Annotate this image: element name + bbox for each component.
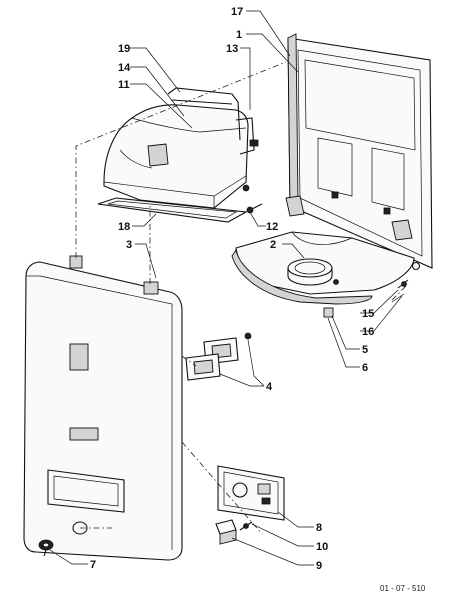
base-plate xyxy=(231,231,415,305)
callout-labels: 17 1 19 13 14 11 2 3 18 12 15 16 5 6 4 8… xyxy=(90,6,374,572)
callout-13: 13 xyxy=(226,43,238,55)
callout-6: 6 xyxy=(362,362,368,374)
callout-3: 3 xyxy=(126,239,132,251)
callout-17: 17 xyxy=(231,6,243,18)
callout-2: 2 xyxy=(270,239,276,251)
knob-7 xyxy=(38,539,54,557)
callout-9: 9 xyxy=(316,560,322,572)
callout-8: 8 xyxy=(316,522,322,534)
draught-hood xyxy=(103,87,259,209)
screw-12 xyxy=(246,203,263,214)
callout-18: 18 xyxy=(118,221,130,233)
part-10 xyxy=(239,521,253,531)
reference-code: 01 - 07 - 510 xyxy=(380,584,426,593)
hood-gasket xyxy=(97,197,248,223)
callout-10: 10 xyxy=(316,541,328,553)
small-parts-5-6 xyxy=(323,307,334,318)
callout-15: 15 xyxy=(362,308,374,320)
callout-7: 7 xyxy=(90,559,96,571)
callout-1: 1 xyxy=(236,29,242,41)
control-panel xyxy=(217,465,285,521)
front-casing xyxy=(23,255,183,561)
part-9-block xyxy=(215,519,237,545)
sight-glass-kit xyxy=(185,332,252,381)
callout-19: 19 xyxy=(118,43,130,55)
callout-14: 14 xyxy=(118,62,131,74)
callout-11: 11 xyxy=(118,79,130,91)
leader-lines xyxy=(49,10,403,566)
callout-5: 5 xyxy=(362,344,368,356)
callout-4: 4 xyxy=(266,381,273,393)
callout-12: 12 xyxy=(266,221,278,233)
back-frame xyxy=(285,33,433,271)
small-parts-15-16 xyxy=(391,279,409,303)
callout-16: 16 xyxy=(362,326,374,338)
assembly-lines xyxy=(75,61,409,535)
